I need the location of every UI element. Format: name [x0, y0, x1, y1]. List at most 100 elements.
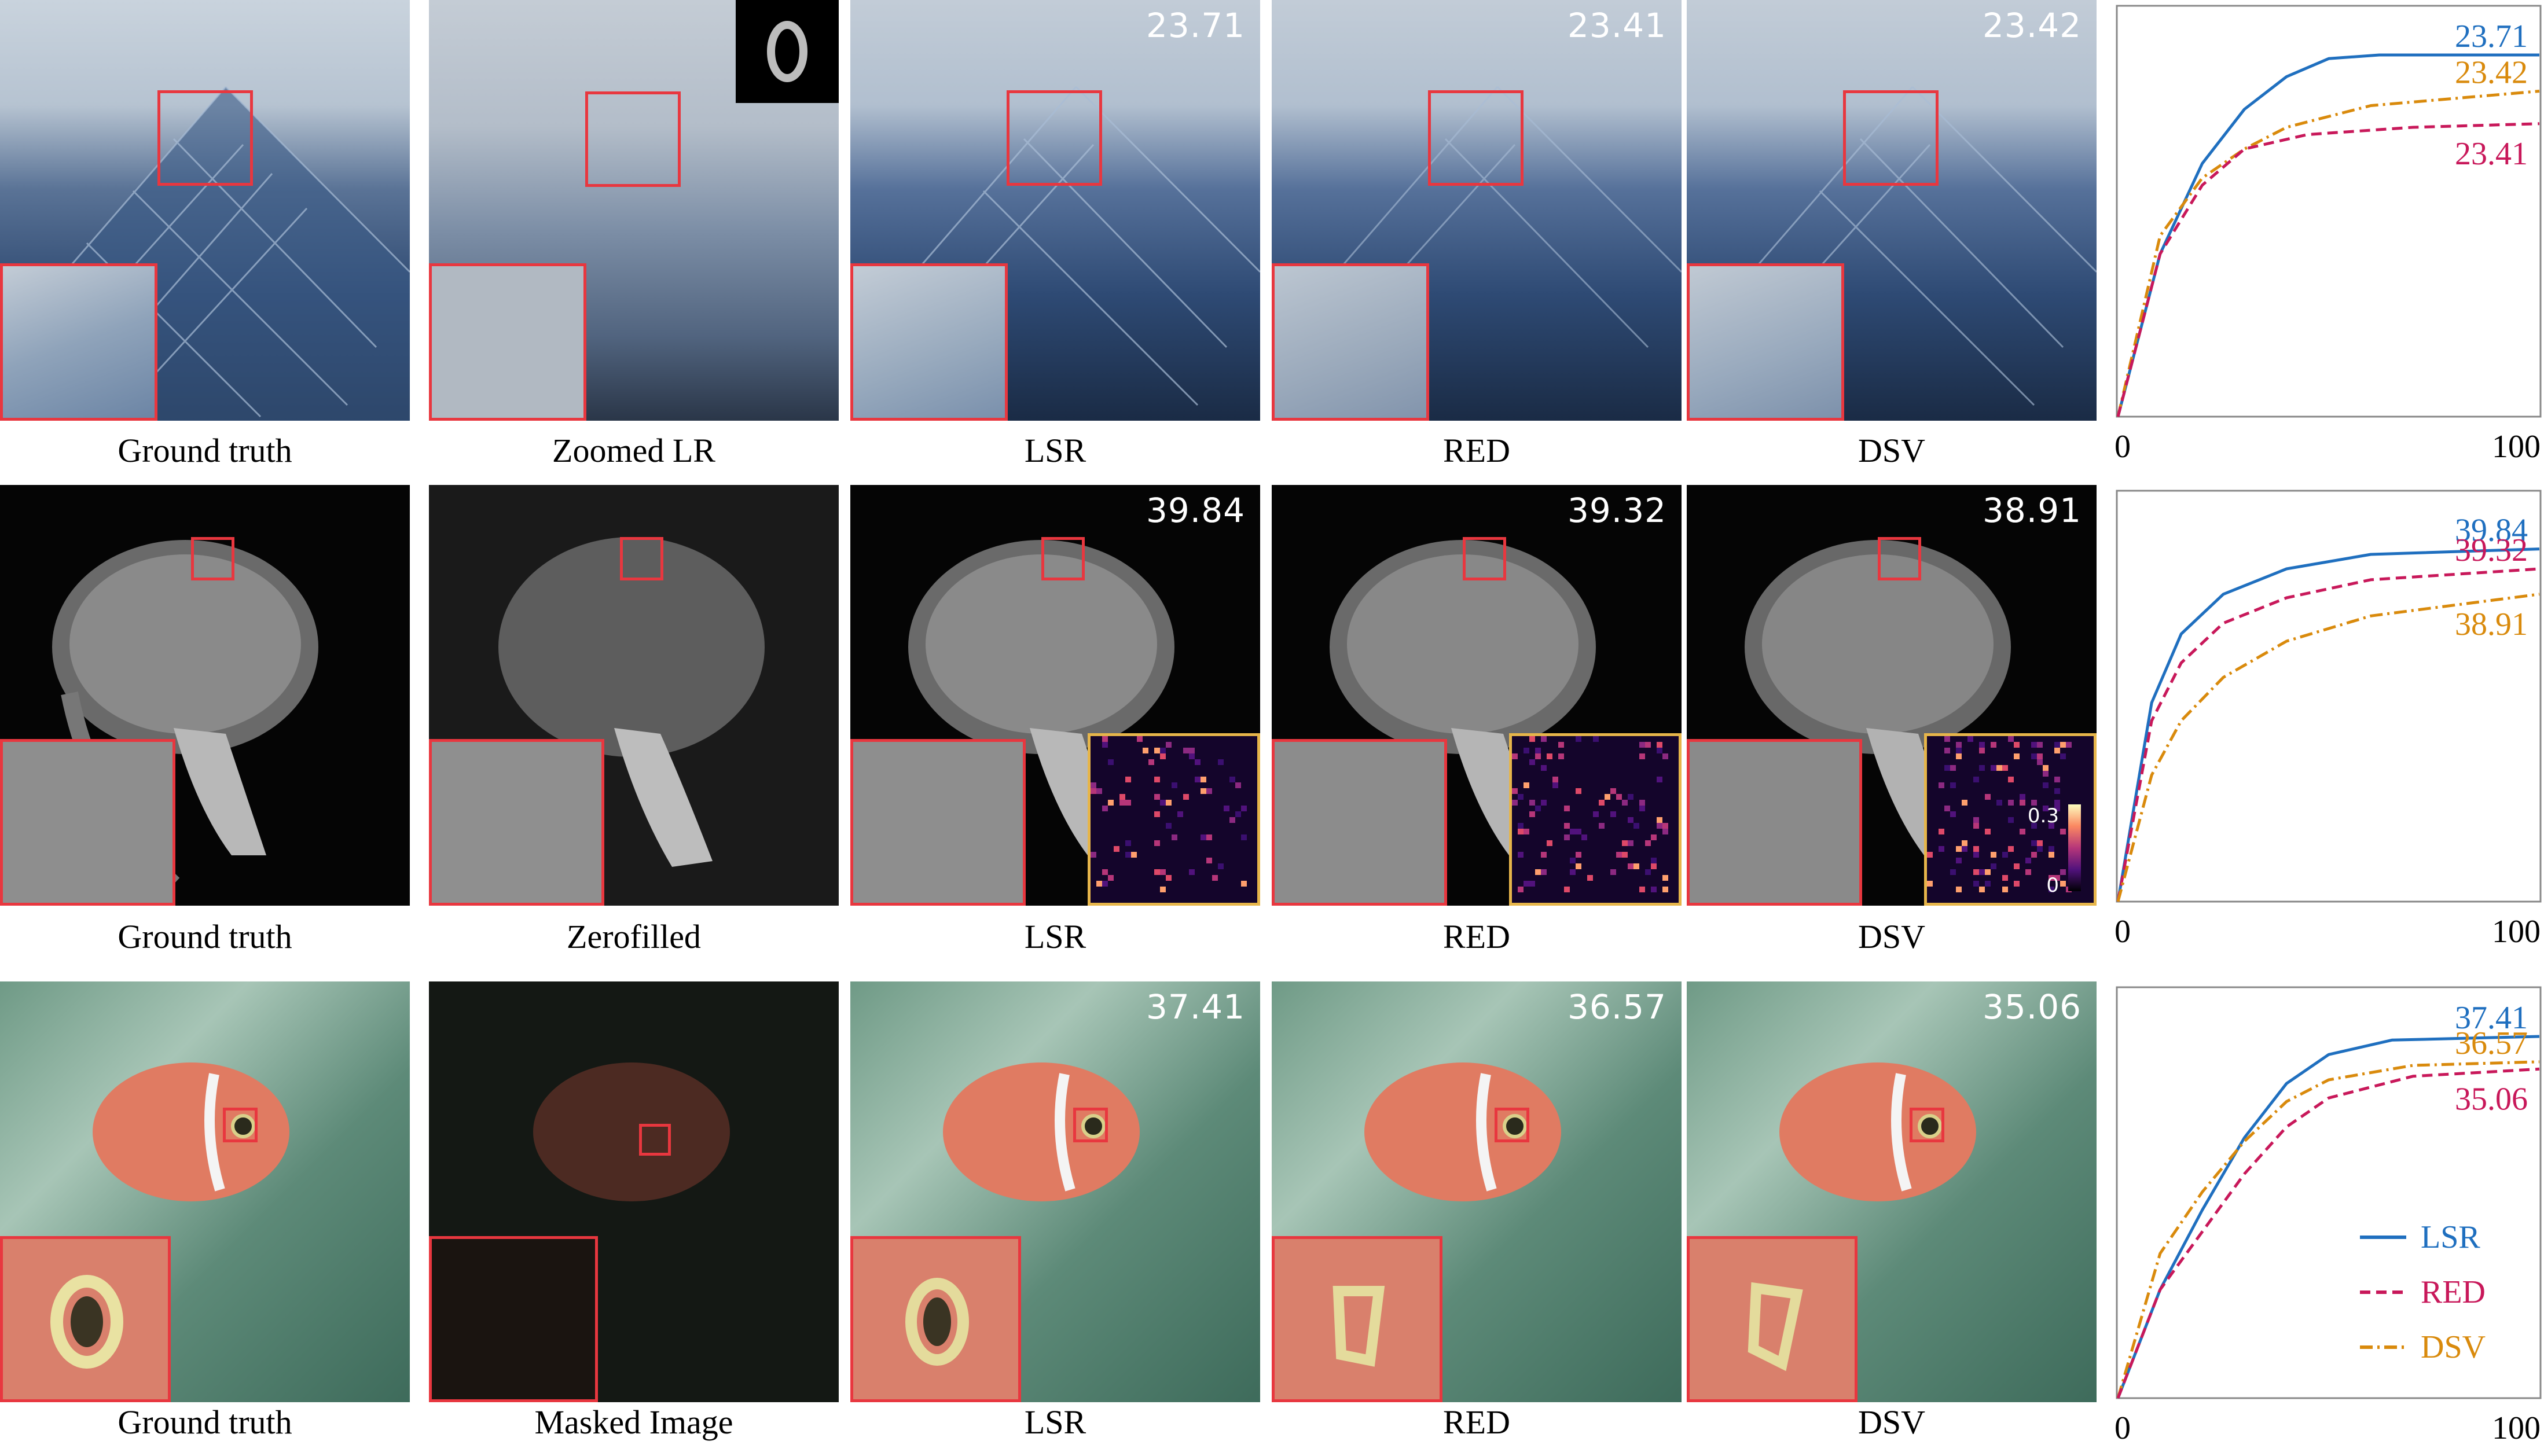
error-map-inset: [1088, 733, 1260, 906]
series-line-dsv: [2116, 90, 2540, 417]
final-value-label-lsr: 23.71: [2455, 19, 2528, 54]
row1-dsv-image: 23.42: [1687, 0, 2097, 421]
caption-row2-col2: Zerofilled: [567, 918, 701, 955]
psnr-value: 39.32: [1567, 491, 1666, 530]
series-line-lsr: [2116, 1035, 2540, 1399]
row3-dsv-image: 35.06: [1687, 981, 2097, 1402]
zoom-inset: [1687, 739, 1862, 906]
zoom-inset: [1272, 1236, 1442, 1402]
psnr-value: 23.42: [1982, 6, 2082, 45]
clownfish: [93, 1062, 289, 1201]
brain-mri: [1745, 540, 2011, 855]
caption-row2-col1: Ground truth: [118, 918, 292, 955]
caption-row3-col5: DSV: [1857, 1403, 1926, 1441]
zoom-inset: [0, 739, 175, 906]
final-value-label-red: 39.32: [2455, 532, 2528, 568]
clownfish: [1779, 1062, 1976, 1201]
final-value-label-dsv: 23.42: [2455, 55, 2528, 91]
zoom-inset: [429, 1236, 598, 1402]
roi-box: [1843, 90, 1939, 186]
caption-row3-col2: Masked Image: [534, 1403, 733, 1441]
psnr-value: 23.71: [1146, 6, 1245, 45]
x-tick-label: 0: [2115, 914, 2131, 948]
roi-box: [1428, 90, 1524, 186]
roi-box: [1463, 537, 1506, 580]
zoom-inset: [429, 263, 586, 421]
chart-frame: [2116, 5, 2542, 418]
roi-box: [157, 90, 253, 186]
legend-label-red: RED: [2421, 1274, 2486, 1310]
final-value-label-lsr: 37.41: [2455, 1000, 2528, 1036]
series-line-red: [2116, 122, 2540, 417]
psnr-value: 35.06: [1982, 987, 2082, 1027]
legend-label-dsv: DSV: [2421, 1329, 2486, 1365]
roi-box: [585, 91, 681, 187]
final-value-label-red: 23.41: [2455, 136, 2528, 172]
row3-red-image: 36.57: [1272, 981, 1682, 1402]
series-line-dsv: [2116, 593, 2540, 902]
row1-zoomed-lr-image: [429, 0, 839, 421]
row3-masked-image: [429, 981, 839, 1402]
caption-row3-col4: RED: [1443, 1403, 1510, 1441]
zoom-inset: [850, 739, 1026, 906]
error-map-heat: [1927, 736, 2077, 892]
roi-box: [1007, 90, 1102, 186]
pyramid-structure: [850, 86, 1260, 406]
psnr-value: 37.41: [1146, 987, 1245, 1027]
zoom-inset: [1272, 739, 1447, 906]
x-tick-label: 100: [2492, 429, 2541, 463]
x-tick-label: 0: [2115, 429, 2131, 463]
caption-row1-col2: Zoomed LR: [552, 432, 715, 469]
error-map-heat: [1091, 736, 1247, 892]
row2-lsr-image: 39.84: [850, 485, 1260, 906]
psnr-value: 38.91: [1982, 491, 2082, 530]
final-value-label-dsv: 36.57: [2455, 1025, 2528, 1061]
legend-label-lsr: LSR: [2421, 1219, 2480, 1255]
zoom-inset: [0, 1236, 171, 1402]
caption-row1-col3: LSR: [1024, 432, 1086, 469]
caption-row3-col1: Ground truth: [118, 1403, 292, 1441]
roi-box: [1073, 1108, 1108, 1142]
colorbar: [2068, 804, 2081, 891]
caption-row1-col5: DSV: [1857, 432, 1926, 469]
x-tick-label: 0: [2115, 1410, 2131, 1444]
colorbar-min-label: 0: [2046, 874, 2059, 897]
psnr-value: 39.84: [1146, 491, 1245, 530]
zoom-inset: [850, 263, 1008, 421]
chart-frame: [2116, 986, 2542, 1399]
x-tick-label: 100: [2492, 1410, 2541, 1444]
error-map-heat: [1512, 736, 1668, 892]
row2-zerofilled-image: [429, 485, 839, 906]
roi-box: [1495, 1108, 1529, 1142]
zoom-inset: [850, 1236, 1021, 1402]
roi-box: [1878, 537, 1921, 580]
colorbar-max-label: 0.3: [2027, 804, 2059, 828]
row2-dsv-image: 38.91 0.3 0: [1687, 485, 2097, 906]
masked-pixels: [533, 1062, 730, 1201]
final-value-label-dsv: 38.91: [2455, 606, 2528, 642]
zoom-inset: [1272, 263, 1429, 421]
zoom-inset: [1687, 263, 1844, 421]
row1-lsr-image: 23.71: [850, 0, 1260, 421]
caption-row1-col4: RED: [1443, 432, 1510, 469]
brain-mri: [498, 537, 765, 867]
row1-ground-truth-image: [0, 0, 410, 421]
error-map-inset: 0.3 0: [1924, 733, 2097, 906]
series-line-lsr: [2116, 53, 2539, 417]
series-line-lsr: [2116, 547, 2540, 902]
roi-box: [191, 537, 234, 580]
roi-box: [1041, 537, 1085, 580]
roi-box: [639, 1124, 671, 1156]
series-line-red: [2116, 1067, 2540, 1399]
zoom-inset: [1687, 1236, 1857, 1402]
blur-kernel-icon: [736, 0, 839, 103]
row3-lsr-image: 37.41: [850, 981, 1260, 1402]
clownfish: [943, 1062, 1140, 1201]
caption-row3-col3: LSR: [1024, 1403, 1086, 1441]
brain-mri: [1330, 540, 1596, 855]
